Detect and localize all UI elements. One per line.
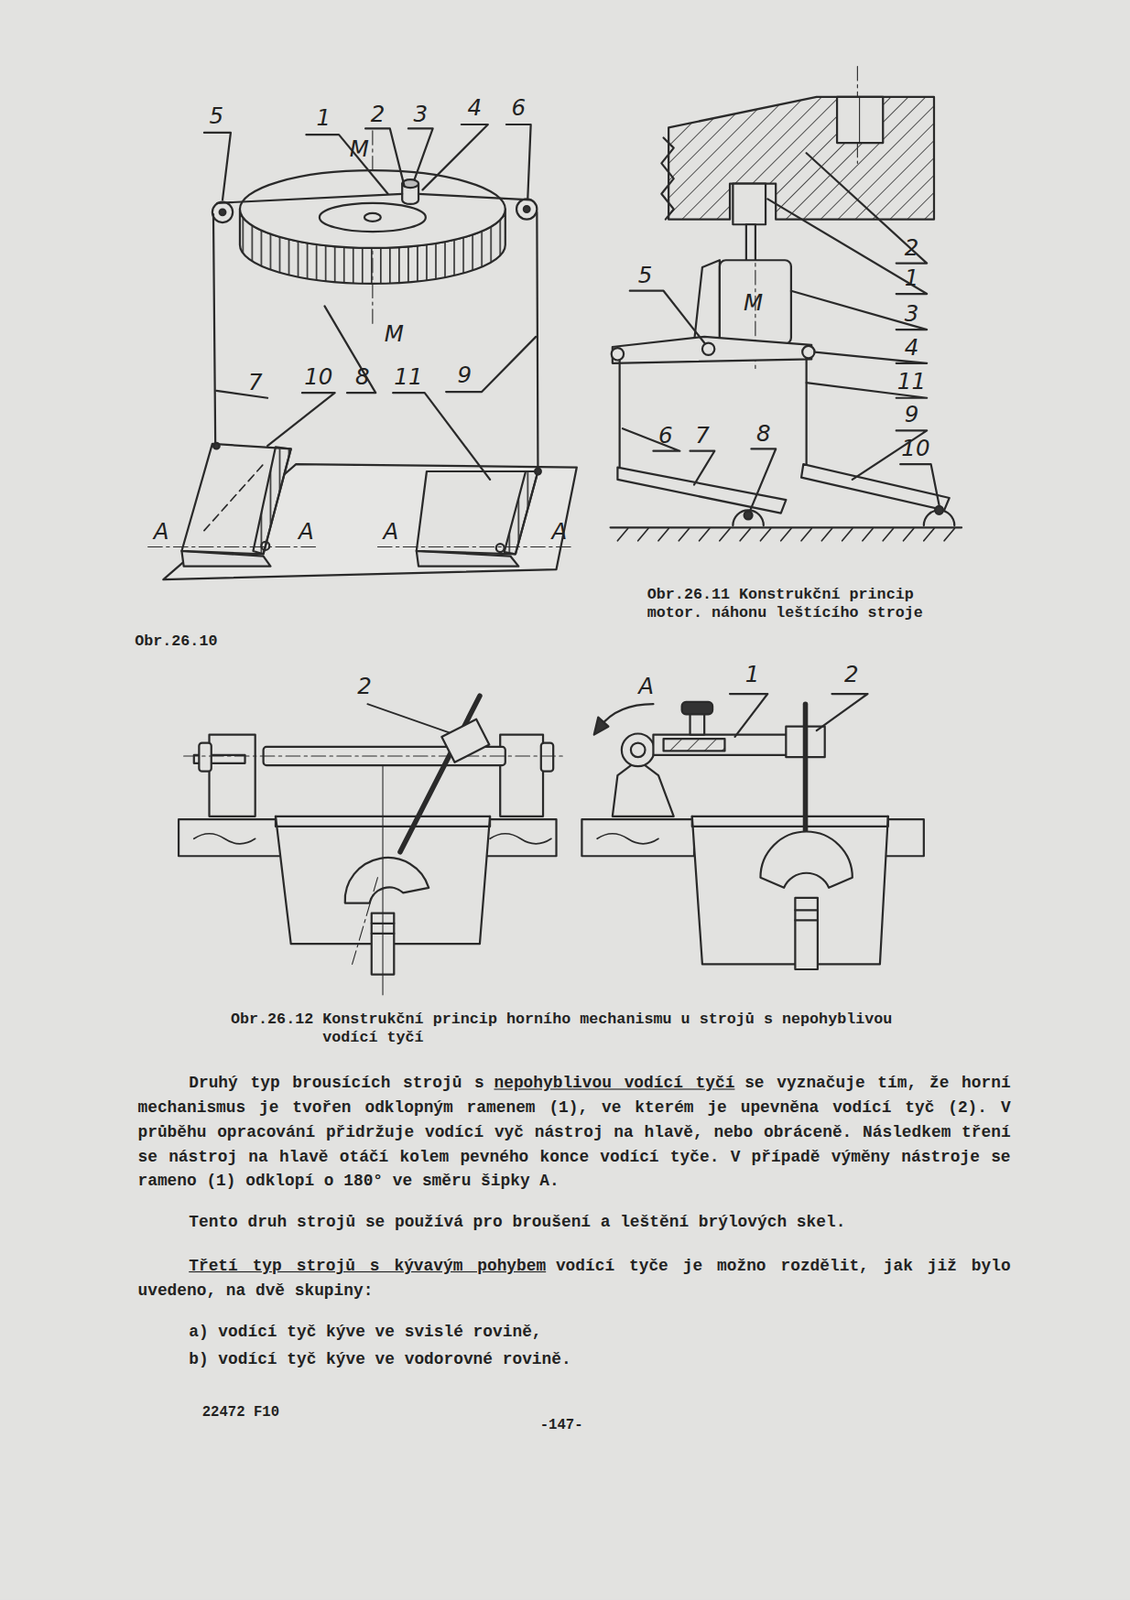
body-text: Třetí typ strojů s kývavým pohybem <box>188 1257 546 1276</box>
callout-number: 1 <box>743 663 762 687</box>
callout-number: 8 <box>754 422 773 446</box>
figure-caption: Obr.26.10 <box>134 632 339 652</box>
callout-number: 4 <box>901 336 921 360</box>
body-text: nepohyblivou vodící tyčí <box>493 1075 735 1094</box>
callout-number: M <box>347 137 372 161</box>
callout-number: 7 <box>693 424 712 448</box>
callout-number: 8 <box>353 366 372 390</box>
callout-number: 3 <box>411 103 430 127</box>
page-number: -147- <box>540 1416 584 1434</box>
callout-number: 11 <box>391 366 425 390</box>
callout-number: 2 <box>355 675 374 699</box>
paragraph: Třetí typ strojů s kývavým pohybemvodící… <box>137 1254 1011 1304</box>
callout-number: 7 <box>246 371 265 395</box>
callout-number: A <box>636 675 656 699</box>
body-text: a) vodící tyč kýve ve svislé rovině, <box>188 1324 542 1343</box>
callout-number: 11 <box>895 370 929 394</box>
body-text: Tento druh strojů se používá pro broušen… <box>188 1213 846 1232</box>
callout-number: M <box>741 292 766 316</box>
figure-caption: Obr.26.11 Konstrukční princip motor. náh… <box>647 586 965 624</box>
callout-number: 2 <box>842 663 861 687</box>
callout-number: 1 <box>901 267 921 291</box>
paragraph: b) vodící tyč kýve ve vodorovné rovině. <box>188 1348 1011 1374</box>
callout-number: 2 <box>368 103 387 127</box>
body-text: Druhý typ brousících strojů s <box>188 1075 485 1094</box>
callout-number: 1 <box>314 107 333 131</box>
body-text: b) vodící tyč kýve ve vodorovné rovině. <box>188 1351 571 1370</box>
callout-number: A <box>152 521 172 544</box>
figure-26-11 <box>610 65 962 541</box>
paragraph: Druhý typ brousících strojů s nepohyblivo… <box>137 1071 1011 1195</box>
callout-number: 5 <box>635 264 654 288</box>
callout-number: 4 <box>465 97 484 120</box>
callout-number: 10 <box>899 437 933 461</box>
callout-number: A <box>549 521 569 544</box>
paragraph: a) vodící tyč kýve ve svislé rovině, <box>188 1320 1011 1346</box>
callout-number: M <box>381 323 406 347</box>
figure-26-12 <box>178 694 924 996</box>
paragraph: Tento druh strojů se používá pro broušen… <box>137 1210 1011 1236</box>
figure-26-10 <box>148 124 577 580</box>
callout-number: 5 <box>206 105 226 129</box>
callout-number: 9 <box>455 364 474 388</box>
page-code: 22472 F10 <box>202 1404 280 1422</box>
callout-number: A <box>380 521 401 544</box>
figure-caption: Obr.26.12 Konstrukční princip horního me… <box>230 1011 935 1049</box>
callout-number: 10 <box>302 366 336 390</box>
callout-number: 6 <box>509 97 528 120</box>
callout-number: 6 <box>656 424 675 448</box>
callout-number: 3 <box>901 303 921 326</box>
callout-number: 9 <box>901 403 921 427</box>
callout-number: A <box>296 521 316 544</box>
callout-number: 2 <box>901 237 921 261</box>
